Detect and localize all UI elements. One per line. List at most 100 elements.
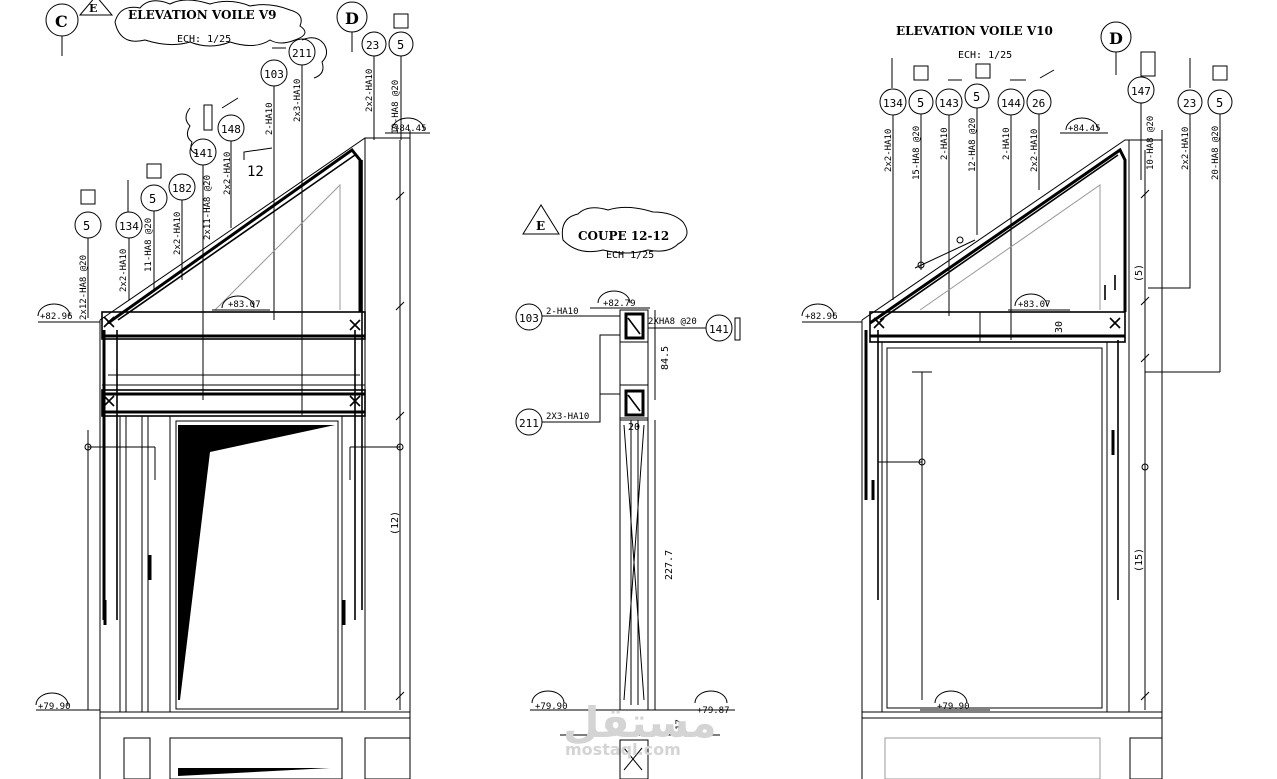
v9-scale: ECH: 1/25	[177, 34, 231, 45]
svg-text:2x2-HA10: 2x2-HA10	[223, 152, 233, 195]
svg-text:103: 103	[519, 312, 539, 325]
slope-mark: 12	[247, 164, 264, 180]
svg-text:182: 182	[172, 182, 192, 195]
door-opening	[881, 341, 1108, 713]
svg-text:141: 141	[193, 147, 213, 160]
v10-title: ELEVATION VOILE V10	[896, 24, 1053, 38]
level-bottom-left: +79.90	[535, 702, 568, 712]
level-top: +84.45	[1068, 124, 1101, 134]
top-beam	[101, 311, 366, 340]
door-hatch	[178, 425, 335, 700]
svg-text:2x3-HA10: 2x3-HA10	[293, 79, 303, 122]
v10-levels: +82.96 +83.07 +84.45 +79.90	[801, 117, 1108, 712]
svg-text:2x12-HA8 @20: 2x12-HA8 @20	[79, 255, 89, 320]
v10-bubbles: 134 5 143 5 144 26 147 23 5	[879, 76, 1233, 116]
level-left: +82.96	[40, 312, 73, 322]
svg-text:134: 134	[883, 97, 903, 110]
svg-text:5: 5	[973, 90, 980, 104]
svg-text:5: 5	[149, 192, 156, 206]
section-e-triangle	[78, 0, 114, 16]
svg-text:15-HA8 @20: 15-HA8 @20	[912, 126, 922, 180]
title-cloud	[114, 0, 306, 47]
svg-text:134: 134	[119, 220, 139, 233]
svg-text:5: 5	[397, 38, 404, 52]
left-column	[119, 415, 149, 713]
detail-square	[913, 65, 929, 81]
dim-15: (15)	[1134, 548, 1145, 572]
svg-text:144: 144	[1001, 97, 1021, 110]
rebar-slope	[107, 147, 362, 325]
detail-square	[393, 13, 409, 29]
v9-title: ELEVATION VOILE V9	[128, 8, 277, 22]
svg-text:147: 147	[1131, 85, 1151, 98]
v9-labels: 2x12-HA8 @20 2x2-HA10 11-HA8 @20 2x2-HA1…	[79, 69, 401, 320]
svg-text:103: 103	[264, 68, 284, 81]
svg-text:2x2-HA10: 2x2-HA10	[119, 249, 129, 292]
detail-square	[146, 163, 162, 179]
section-e-label: E	[89, 2, 97, 15]
svg-text:E: E	[536, 219, 545, 233]
svg-text:2x2-HA10: 2x2-HA10	[884, 129, 894, 172]
section-e-triangle	[522, 204, 560, 235]
svg-text:211: 211	[519, 417, 539, 430]
axis-d-label: D	[1109, 29, 1123, 48]
rebar-slope	[869, 147, 1127, 325]
svg-text:2-HA10: 2-HA10	[940, 127, 950, 160]
svg-text:2x2-HA10: 2x2-HA10	[365, 69, 375, 112]
dim-17: 17	[675, 719, 685, 730]
svg-text:26: 26	[1032, 97, 1045, 110]
svg-text:19-HA8 @20: 19-HA8 @20	[391, 80, 401, 134]
svg-text:2x2-HA10: 2x2-HA10	[1181, 127, 1191, 170]
svg-text:2-HA10: 2-HA10	[265, 102, 275, 135]
dim-30: 30	[1054, 321, 1065, 333]
level-top: +82.79	[603, 299, 636, 309]
level-mid: +83.07	[1018, 300, 1051, 310]
svg-text:2x11-HA8 @20: 2x11-HA8 @20	[203, 175, 213, 240]
svg-text:5: 5	[83, 219, 90, 233]
svg-text:211: 211	[292, 47, 312, 60]
section-12-12: E COUPE 12-12 ECH 1/25 103 2-HA10 211 2X…	[515, 204, 741, 779]
svg-text:2x2-HA10: 2x2-HA10	[1030, 129, 1040, 172]
v10-scale: ECH: 1/25	[958, 50, 1012, 61]
section-scale: ECH 1/25	[606, 250, 654, 261]
dim-20: 20	[628, 422, 640, 433]
level-top: +84.45	[394, 124, 427, 134]
svg-text:141: 141	[709, 323, 729, 336]
label-right: 2XHA8 @20	[648, 317, 697, 327]
detail-bar	[203, 104, 213, 131]
section-column	[619, 309, 649, 711]
level-mid: +83.07	[228, 300, 261, 310]
dim-84: 84.5	[660, 346, 671, 370]
level-bottom-right: +79.87	[697, 706, 730, 716]
svg-text:5: 5	[1216, 96, 1223, 110]
detail-square	[1212, 65, 1228, 81]
axis-c-label: C	[55, 12, 68, 31]
watermark: مستقل mostaql.com	[563, 698, 717, 759]
svg-text:11-HA8 @20: 11-HA8 @20	[144, 218, 154, 272]
dim-227: 227.7	[664, 550, 675, 580]
level-bottom: +79.90	[937, 702, 970, 712]
elevation-v10: ELEVATION VOILE V10 ECH: 1/25 D 134 5 14…	[801, 21, 1233, 779]
watermark-logo: مستقل	[563, 698, 717, 747]
detail-square	[80, 189, 96, 205]
svg-text:2-HA10: 2-HA10	[1002, 127, 1012, 160]
svg-text:23: 23	[366, 39, 379, 52]
detail-square	[975, 63, 991, 79]
svg-text:10-HA8 @20: 10-HA8 @20	[1146, 116, 1156, 170]
svg-text:20-HA8 @20: 20-HA8 @20	[1211, 126, 1221, 180]
svg-text:143: 143	[939, 97, 959, 110]
watermark-domain: mostaql.com	[565, 740, 681, 759]
v9-levels: +82.96 +83.07 +84.45 +79.90	[35, 117, 430, 712]
level-bottom: +79.90	[38, 702, 71, 712]
section-title: COUPE 12-12	[578, 229, 669, 243]
svg-text:12-HA8 @20: 12-HA8 @20	[968, 118, 978, 172]
level-left: +82.96	[805, 312, 838, 322]
elevation-v9: C E ELEVATION VOILE V9 ECH: 1/25 D 5 134…	[35, 0, 430, 779]
label-bottom: 2X3-HA10	[546, 412, 589, 422]
detail-bar	[1140, 51, 1156, 77]
dim-5: (5)	[1134, 264, 1145, 282]
axis-d-label: D	[345, 9, 359, 28]
svg-text:2x2-HA10: 2x2-HA10	[173, 212, 183, 255]
dim-vertical: (12)	[390, 511, 401, 535]
